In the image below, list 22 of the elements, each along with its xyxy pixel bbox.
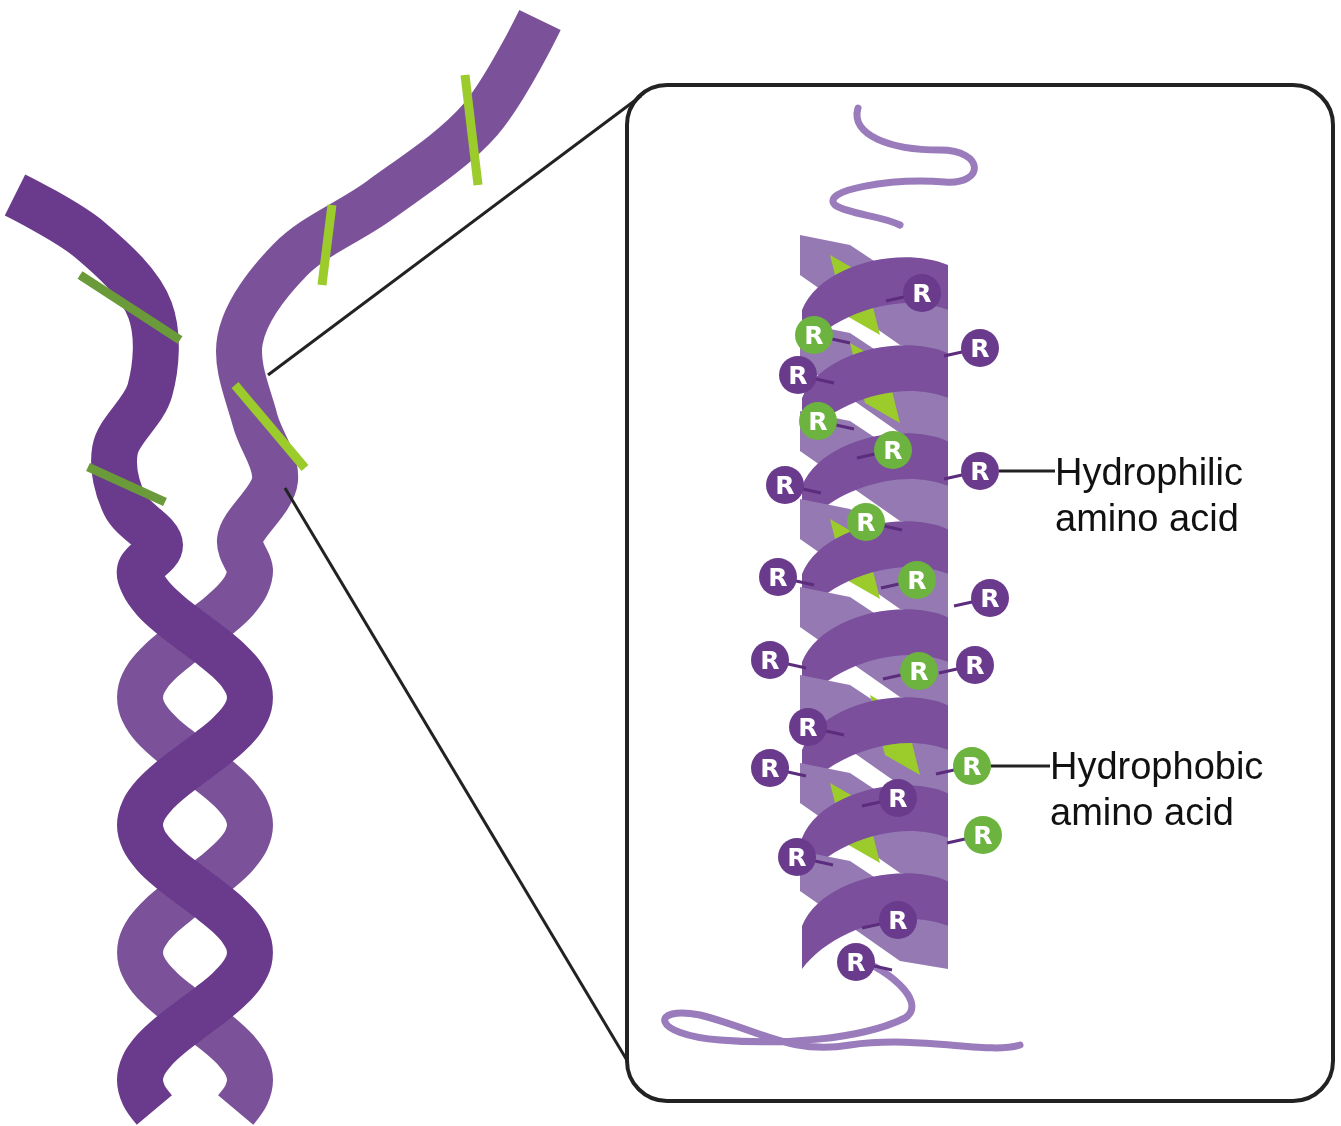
r-group-circle: R: [956, 646, 994, 684]
leader-line: [991, 764, 1050, 768]
r-group-circle: R: [789, 708, 827, 746]
zoom-line: [267, 94, 642, 377]
amino-acid-label: Hydrophilic amino acid: [1055, 450, 1315, 542]
r-group-circle: R: [953, 747, 991, 785]
r-group-circle: R: [751, 641, 789, 679]
r-group-circle: R: [961, 329, 999, 367]
r-group-circle: R: [751, 749, 789, 787]
r-group-circle: R: [837, 943, 875, 981]
r-group-circle: R: [961, 452, 999, 490]
zoom-line: [283, 487, 630, 1063]
r-group-circle: R: [766, 466, 804, 504]
r-group-circle: R: [971, 579, 1009, 617]
amino-acid-label: Hydrophobic amino acid: [1050, 744, 1310, 836]
zoom-inset-panel: [625, 83, 1335, 1103]
r-group-circle: R: [964, 816, 1002, 854]
r-group-circle: R: [795, 316, 833, 354]
r-group-circle: R: [779, 356, 817, 394]
r-group-circle: R: [778, 838, 816, 876]
leader-line: [999, 469, 1055, 473]
r-group-circle: R: [759, 558, 797, 596]
